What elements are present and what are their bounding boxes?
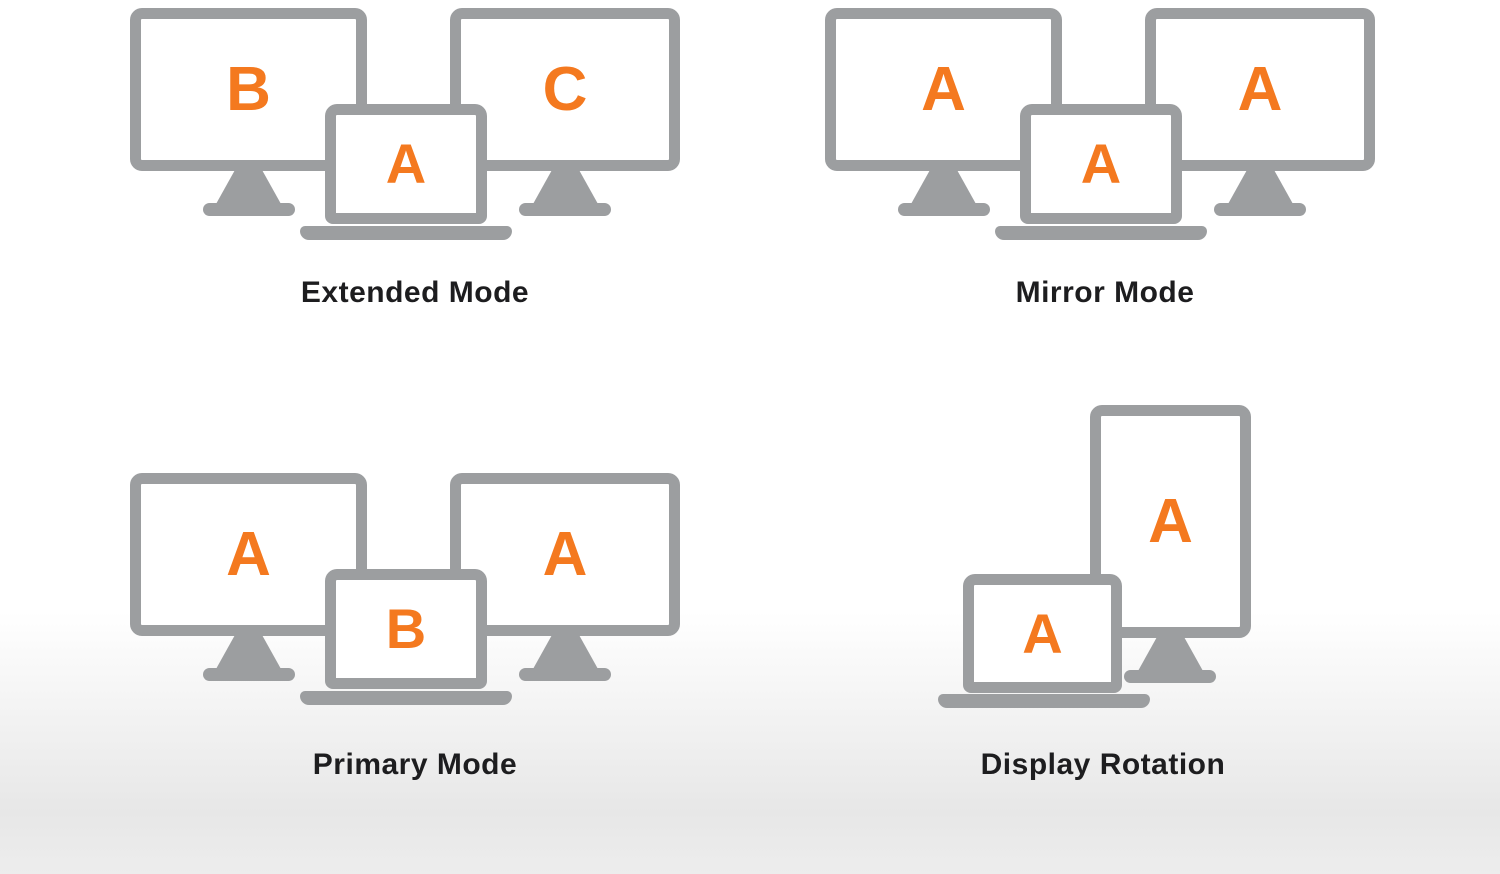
monitor-base — [203, 203, 295, 216]
monitor-base — [898, 203, 990, 216]
laptop-base — [300, 226, 512, 240]
screen-letter: B — [226, 54, 271, 124]
right-monitor: C — [450, 8, 680, 171]
monitor-stand — [1138, 636, 1203, 671]
monitor-stand — [1228, 169, 1293, 204]
screen-letter: A — [1237, 54, 1283, 124]
screen-letter: A — [226, 519, 271, 589]
laptop-base — [938, 694, 1150, 708]
screen-letter: A — [542, 519, 588, 589]
screen-letter: B — [385, 597, 427, 660]
laptop-screen: B — [325, 569, 487, 689]
laptop-base — [300, 691, 512, 705]
mirror-mode-label: Mirror Mode — [1015, 276, 1195, 309]
extended-mode-label: Extended Mode — [300, 276, 530, 309]
monitor-base — [519, 203, 611, 216]
monitor-base — [1214, 203, 1306, 216]
screen-letter: C — [542, 54, 588, 124]
laptop-screen: A — [325, 104, 487, 224]
laptop-screen: A — [1020, 104, 1182, 224]
screen-letter: A — [385, 132, 427, 195]
monitor-stand — [911, 169, 976, 204]
right-monitor: A — [450, 473, 680, 636]
laptop-base — [995, 226, 1207, 240]
monitor-stand — [533, 634, 598, 669]
screen-letter: A — [921, 54, 966, 124]
screen-letter: A — [1022, 601, 1063, 665]
monitor-stand — [533, 169, 598, 204]
screen-letter: A — [1148, 486, 1193, 556]
monitor-base — [519, 668, 611, 681]
monitor-stand — [216, 634, 281, 669]
monitor-base — [203, 668, 295, 681]
right-monitor: A — [1145, 8, 1375, 171]
display-rotation-label: Display Rotation — [980, 748, 1226, 781]
screen-letter: A — [1080, 132, 1122, 195]
left-monitor: B — [130, 8, 367, 171]
primary-mode-label: Primary Mode — [312, 748, 518, 781]
monitor-stand — [216, 169, 281, 204]
monitor-base — [1124, 670, 1216, 683]
laptop-screen: A — [963, 574, 1122, 693]
